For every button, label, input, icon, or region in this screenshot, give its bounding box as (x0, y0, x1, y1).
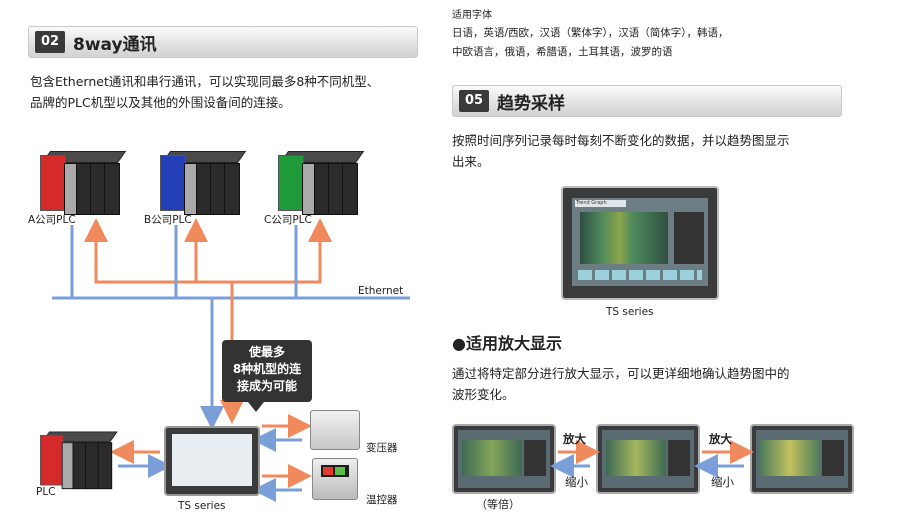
enlarge-label-1: 放大 (563, 432, 586, 446)
callout-line3: 接成为可能 (236, 379, 297, 393)
transformer-label: 变压器 (366, 442, 398, 454)
ts-panel-image (164, 426, 260, 496)
callout-line1: 使最多 (248, 345, 285, 359)
plc-b-label: B公司PLC (144, 214, 192, 226)
callout-line2: 8种机型的连 (232, 362, 302, 376)
trend-panel-image: Trend Graph (561, 186, 719, 300)
thermo-image (312, 458, 358, 500)
trend-screen-title: Trend Graph (575, 200, 626, 207)
section02-header: 02 8way通讯 (28, 26, 418, 58)
fonts-line1: 日语，英语/西欧，汉语（繁体字），汉语（简体字），韩语， (452, 27, 729, 39)
trend-graph (580, 212, 668, 264)
plc-b-image (160, 151, 247, 217)
shrink-label-1: 缩小 (565, 475, 588, 489)
ts-series-label: TS series (178, 500, 226, 512)
fonts-line2: 中欧语言，俄语，希腊语，土耳其语，波罗的语 (452, 46, 673, 58)
section05-header: 05 趋势采样 (452, 85, 842, 117)
zoom-screen-3 (750, 424, 854, 494)
plc-c-image (278, 151, 365, 217)
trend-ts-series-label: TS series (606, 306, 654, 318)
fonts-title: 适用字体 (452, 10, 492, 21)
plc-a-label: A公司PLC (28, 214, 76, 226)
plc-bottom-label: PLC (36, 486, 56, 498)
callout-pointer (248, 402, 264, 412)
enlarge-label-2: 放大 (709, 432, 732, 446)
plc-bottom-image (40, 431, 118, 491)
section02-desc-line2: 品牌的PLC机型以及其他的外围设备间的连接。 (30, 95, 291, 110)
section05-title: 趋势采样 (497, 94, 565, 114)
section05-desc-line1: 按照时间序列记录每时每刻不断变化的数据，并以趋势图显示 (452, 133, 790, 148)
transformer-image (310, 410, 360, 450)
trend-buttons (578, 270, 702, 280)
callout-bubble: 使最多 8种机型的连 接成为可能 (222, 340, 312, 402)
trend-side-panel (674, 212, 704, 264)
section02-number: 02 (35, 31, 65, 53)
zoom-desc-line2: 波形变化。 (452, 387, 515, 402)
plc-c-label: C公司PLC (264, 214, 312, 226)
shrink-label-2: 缩小 (711, 475, 734, 489)
zoom-title: ●适用放大显示 (452, 334, 562, 353)
equal-scale-label: （等倍） (476, 498, 520, 511)
section02-title: 8way通讯 (73, 35, 157, 55)
section05-number: 05 (459, 90, 489, 112)
section02-desc-line1: 包含Ethernet通讯和串行通讯，可以实现同最多8种不同机型、 (30, 74, 380, 89)
section05-desc-line2: 出来。 (452, 154, 490, 169)
zoom-desc-line1: 通过将特定部分进行放大显示，可以更详细地确认趋势图中的 (452, 366, 790, 381)
plc-a-image (40, 151, 127, 217)
thermo-label: 温控器 (366, 494, 398, 506)
ethernet-label: Ethernet (358, 285, 404, 297)
